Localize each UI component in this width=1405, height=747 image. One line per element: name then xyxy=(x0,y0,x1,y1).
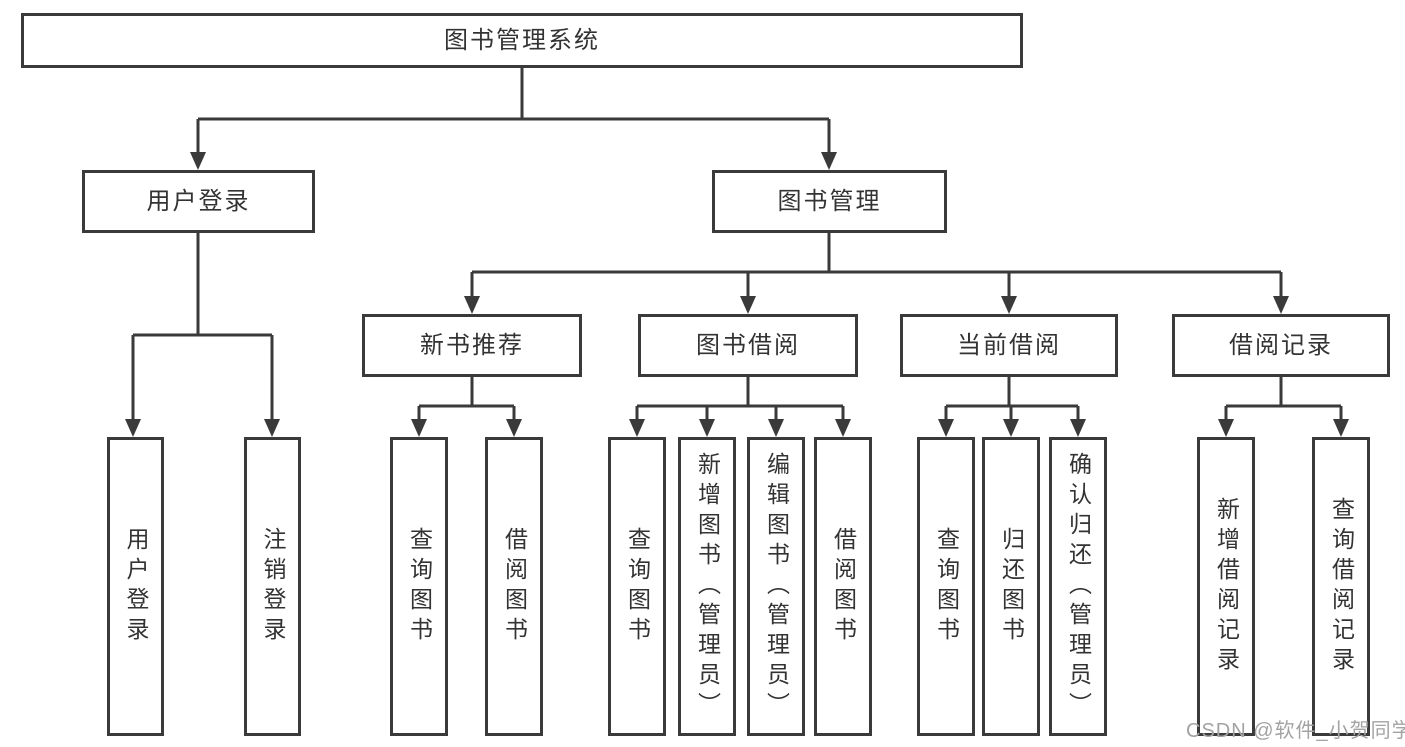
leaf-bb-borrow-books-label: 借阅图书 xyxy=(830,526,857,647)
arrow-down-icon xyxy=(1003,419,1019,437)
leaf-user-login-label: 用户登录 xyxy=(123,526,149,647)
leaf-br-query-borrow-record-label: 查询借阅记录 xyxy=(1328,496,1355,677)
connector-new-book-recommend-to-leaves xyxy=(417,377,516,423)
node-book-management: 图书管理 xyxy=(712,170,947,233)
leaf-user-login: 用户登录 xyxy=(107,437,164,736)
arrow-down-icon xyxy=(125,419,141,437)
arrow-down-icon xyxy=(190,152,206,170)
connector-book-management-to-level3 xyxy=(470,233,1283,300)
arrow-down-icon xyxy=(264,419,280,437)
leaf-bb-query-books-label: 查询图书 xyxy=(624,526,651,647)
arrow-down-icon xyxy=(1218,419,1234,437)
leaf-cb-query-books: 查询图书 xyxy=(917,437,975,736)
arrow-down-icon xyxy=(821,152,837,170)
leaf-cb-query-books-label: 查询图书 xyxy=(933,526,960,647)
node-book-management-label: 图书管理 xyxy=(777,187,882,215)
leaf-br-add-borrow-record-label: 新增借阅记录 xyxy=(1213,496,1240,677)
leaf-nb-borrow-books: 借阅图书 xyxy=(485,437,543,736)
leaf-nb-query-books: 查询图书 xyxy=(390,437,448,736)
node-current-borrow: 当前借阅 xyxy=(900,314,1118,377)
node-user-login-label: 用户登录 xyxy=(146,187,251,215)
leaf-bb-add-books-admin-label: 新增图书（管理员） xyxy=(694,451,721,722)
arrow-down-icon xyxy=(464,296,480,314)
connector-book-borrow-to-leaves xyxy=(635,377,845,423)
node-root-label: 图书管理系统 xyxy=(444,26,600,54)
leaf-cb-return-books: 归还图书 xyxy=(982,437,1040,736)
arrow-down-icon xyxy=(740,296,756,314)
leaf-bb-borrow-books: 借阅图书 xyxy=(814,437,872,736)
node-user-login: 用户登录 xyxy=(82,170,315,233)
arrow-down-icon xyxy=(1333,419,1349,437)
connector-user-login-to-leaves xyxy=(131,233,274,423)
node-root: 图书管理系统 xyxy=(21,13,1023,68)
leaf-bb-query-books: 查询图书 xyxy=(608,437,666,736)
connector-borrow-records-to-leaves xyxy=(1224,377,1343,423)
arrow-down-icon xyxy=(1273,296,1289,314)
leaf-br-query-borrow-record: 查询借阅记录 xyxy=(1312,437,1370,736)
node-borrow-records-label: 借阅记录 xyxy=(1229,331,1333,359)
leaf-logout: 注销登录 xyxy=(244,437,301,736)
arrow-down-icon xyxy=(835,419,851,437)
watermark: CSDN @软件_小贺同学 xyxy=(1186,720,1405,742)
node-book-borrow: 图书借阅 xyxy=(638,314,858,377)
arrow-down-icon xyxy=(1070,419,1086,437)
leaf-br-add-borrow-record: 新增借阅记录 xyxy=(1197,437,1255,736)
leaf-bb-edit-books-admin-label: 编辑图书（管理员） xyxy=(763,451,790,722)
leaf-logout-label: 注销登录 xyxy=(260,526,286,647)
node-book-borrow-label: 图书借阅 xyxy=(696,331,800,359)
connector-current-borrow-to-leaves xyxy=(944,377,1080,423)
arrow-down-icon xyxy=(768,419,784,437)
arrow-down-icon xyxy=(411,419,427,437)
arrow-down-icon xyxy=(699,419,715,437)
leaf-cb-confirm-return-admin-label: 确认归还（管理员） xyxy=(1065,451,1092,722)
leaf-bb-edit-books-admin: 编辑图书（管理员） xyxy=(747,437,805,736)
arrow-down-icon xyxy=(938,419,954,437)
node-new-book-recommend-label: 新书推荐 xyxy=(420,331,524,359)
arrow-down-icon xyxy=(1001,296,1017,314)
leaf-cb-return-books-label: 归还图书 xyxy=(998,526,1025,647)
arrow-down-icon xyxy=(506,419,522,437)
leaf-bb-add-books-admin: 新增图书（管理员） xyxy=(678,437,736,736)
node-new-book-recommend: 新书推荐 xyxy=(362,314,582,377)
node-borrow-records: 借阅记录 xyxy=(1172,314,1390,377)
connector-root-to-level2 xyxy=(196,68,831,156)
leaf-nb-borrow-books-label: 借阅图书 xyxy=(501,526,528,647)
leaf-nb-query-books-label: 查询图书 xyxy=(406,526,433,647)
arrow-down-icon xyxy=(629,419,645,437)
leaf-cb-confirm-return-admin: 确认归还（管理员） xyxy=(1049,437,1107,736)
node-current-borrow-label: 当前借阅 xyxy=(957,331,1061,359)
